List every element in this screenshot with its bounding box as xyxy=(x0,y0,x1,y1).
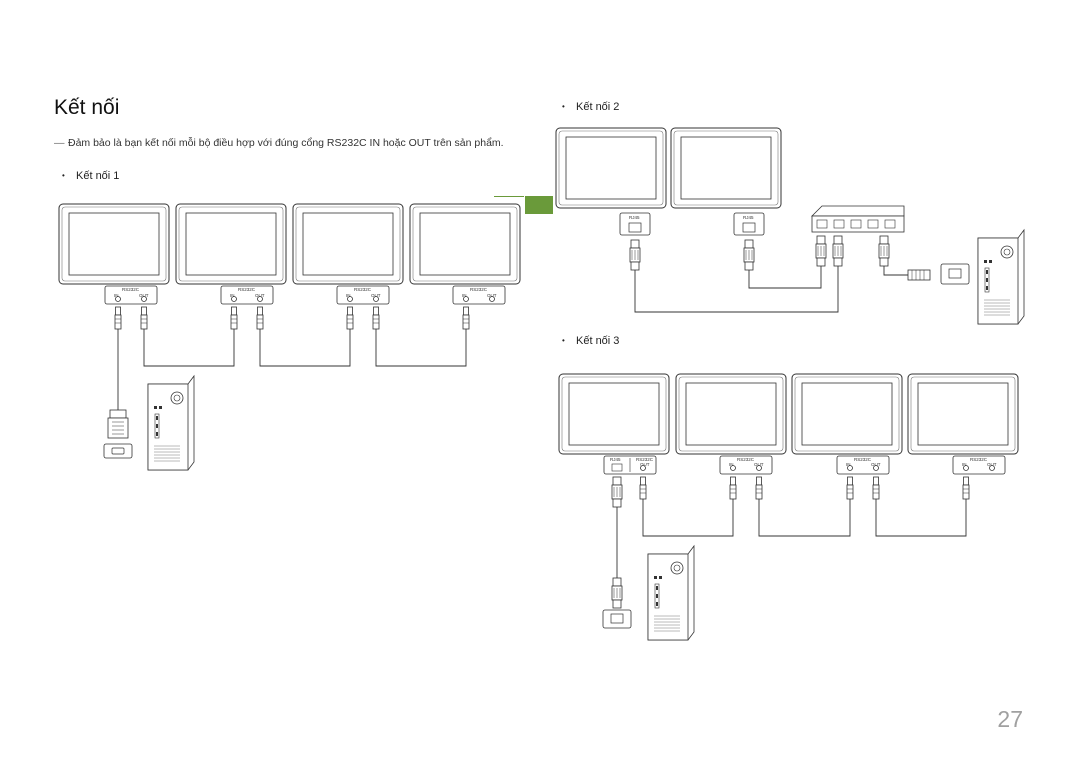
accent-line xyxy=(494,196,524,197)
conn1-monitors xyxy=(58,203,521,285)
section-conn2-label: Kết nối 2 xyxy=(576,101,620,113)
conn3-monitors xyxy=(558,373,1019,455)
conn3-pc xyxy=(647,545,695,641)
conn1-pc xyxy=(147,375,195,471)
monitor-1 xyxy=(58,203,170,285)
conn1-port-panels xyxy=(104,285,506,305)
section-conn1-label: Kết nối 1 xyxy=(76,170,120,182)
bullet-mark: • xyxy=(562,336,565,345)
monitor-4 xyxy=(409,203,521,285)
page-title: Kết nối xyxy=(54,96,120,119)
monitor-c3-4 xyxy=(907,373,1019,455)
monitor-c3-3 xyxy=(791,373,903,455)
bullet-mark: • xyxy=(562,102,565,111)
conn2-monitors xyxy=(555,127,782,209)
section-conn1-heading: • Kết nối 1 xyxy=(62,170,119,182)
monitor-c2-1 xyxy=(555,127,667,209)
monitor-2 xyxy=(175,203,287,285)
note-dash: ― xyxy=(54,137,65,149)
conn3-port-panels xyxy=(603,455,1006,475)
section-conn3-label: Kết nối 3 xyxy=(576,335,620,347)
conn2-hub xyxy=(811,205,905,233)
monitor-c3-2 xyxy=(675,373,787,455)
conn3-cables xyxy=(602,476,970,629)
section-conn2-heading: • Kết nối 2 xyxy=(562,101,619,113)
monitor-c2-2 xyxy=(670,127,782,209)
page-number: 27 xyxy=(997,706,1023,732)
conn2-cables xyxy=(629,235,970,313)
conn2-ports xyxy=(619,212,765,236)
accent-block xyxy=(525,196,553,214)
note-text: Đảm bảo là bạn kết nối mỗi bộ điều hợp v… xyxy=(68,137,504,149)
section-conn3-heading: • Kết nối 3 xyxy=(562,335,619,347)
monitor-3 xyxy=(292,203,404,285)
note: ― Đảm bảo là bạn kết nối mỗi bộ điều hợp… xyxy=(54,136,524,151)
conn2-pc xyxy=(977,229,1025,325)
monitor-c3-1 xyxy=(558,373,670,455)
bullet-mark: • xyxy=(62,171,65,180)
conn1-cables xyxy=(103,306,470,459)
